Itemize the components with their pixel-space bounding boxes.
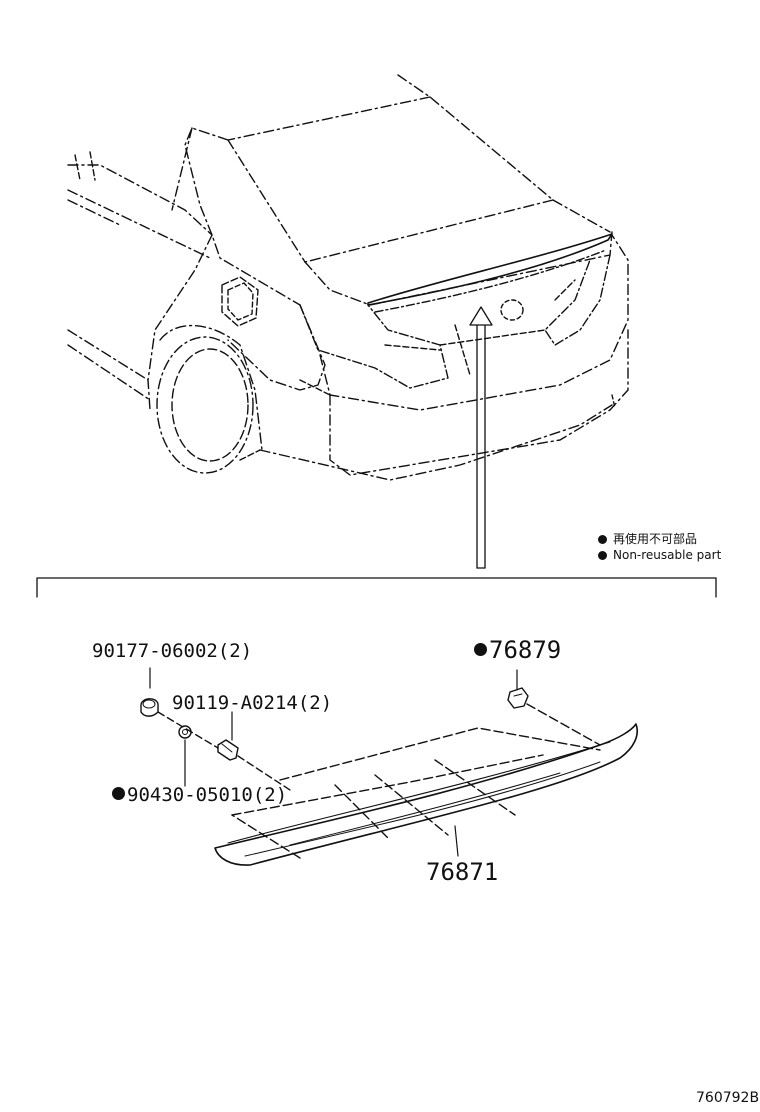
part-label-76871[interactable]: 76871 — [426, 858, 498, 886]
figure-id: 760792B — [696, 1090, 760, 1106]
part-number: 90119-A0214(2) — [172, 692, 333, 714]
non-reusable-dot-icon — [474, 642, 487, 656]
detail-frame — [36, 577, 717, 598]
legend-en: Non-reusable part — [598, 548, 721, 562]
part-number: 90430-05010(2) — [127, 784, 288, 806]
part-label-90119[interactable]: 90119-A0214(2) — [172, 692, 332, 714]
part-label-76879[interactable]: 76879 — [474, 636, 561, 664]
legend-jp: 再使用不可部品 — [598, 530, 697, 547]
exploded-parts — [140, 667, 638, 866]
non-reusable-dot-icon — [598, 551, 607, 560]
non-reusable-dot-icon — [112, 787, 125, 800]
part-label-90430[interactable]: 90430-05010(2) — [112, 784, 287, 806]
legend-jp-text: 再使用不可部品 — [613, 532, 698, 546]
part-number: 90177-06002(2) — [92, 640, 253, 662]
part-number: 76879 — [489, 636, 562, 664]
part-number: 76871 — [426, 858, 499, 886]
non-reusable-dot-icon — [598, 535, 607, 544]
part-label-90177[interactable]: 90177-06002(2) — [92, 640, 252, 662]
legend-en-text: Non-reusable part — [613, 548, 722, 562]
vehicle-illustration — [67, 74, 629, 481]
rear-spoiler-part — [214, 723, 638, 866]
location-arrow — [469, 306, 493, 569]
